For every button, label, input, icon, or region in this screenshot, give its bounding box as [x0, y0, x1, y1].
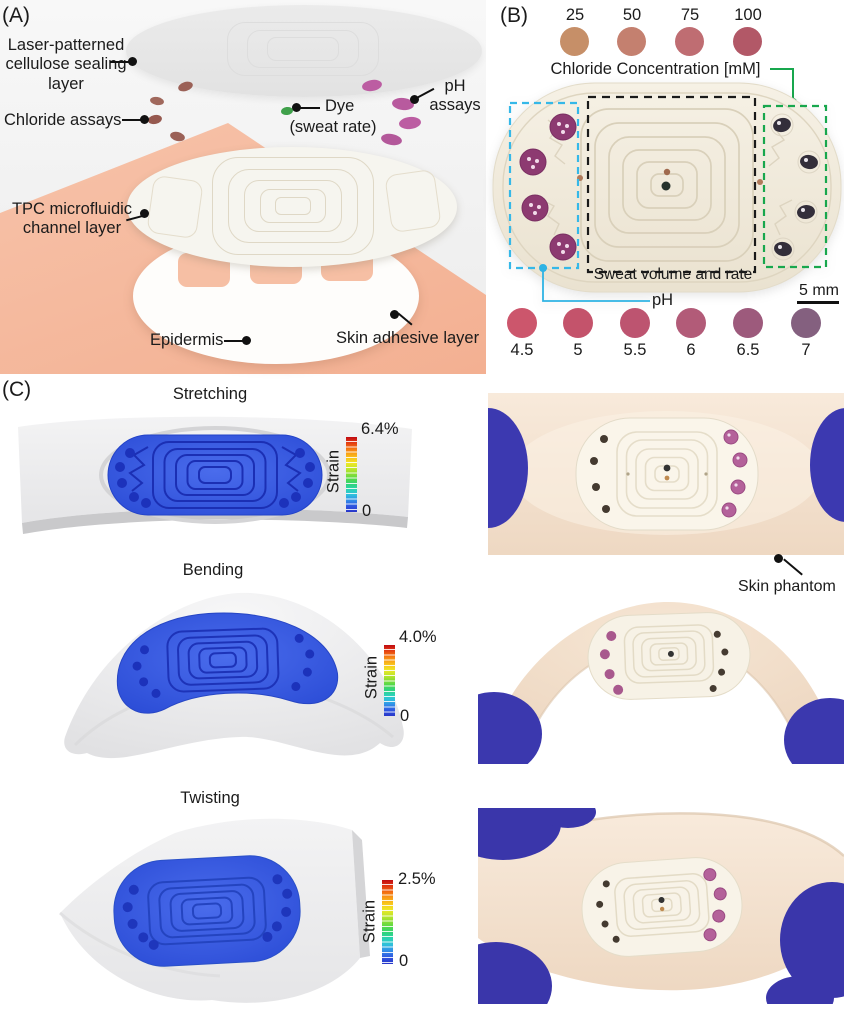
scale-bar [797, 301, 839, 304]
chloride-assay-dot [147, 113, 163, 126]
fea-stretching [18, 416, 412, 534]
ph-scale-value: 6 [686, 341, 696, 359]
row-title-stretching: Stretching [172, 385, 248, 403]
leader-dot [390, 310, 399, 319]
photo-stretching [488, 393, 844, 555]
label-ph-assays: pH assays [429, 77, 481, 115]
label-chloride-assays: Chloride assays [4, 111, 122, 129]
strain-min-bending: 0 [400, 707, 410, 725]
sealing-ring [247, 30, 359, 68]
colorbar-twisting [382, 880, 393, 964]
label-skin-adhesive: Skin adhesive layer [336, 329, 480, 347]
chloride-scale-value: 75 [680, 6, 700, 24]
label-ph-region: pH [652, 291, 674, 309]
strain-max-twisting: 2.5% [398, 870, 436, 888]
leader-dot [242, 336, 251, 345]
fea-twisting [59, 818, 370, 1003]
chloride-scale-swatch [617, 27, 646, 56]
sealing-ring [227, 22, 379, 76]
strain-max-bending: 4.0% [399, 628, 437, 646]
leader-dot [140, 115, 149, 124]
ph-scale-value: 5.5 [623, 341, 647, 359]
leader-line [122, 119, 142, 121]
ph-scale-swatch [791, 308, 821, 338]
chloride-assay-dot [149, 95, 165, 107]
tpc-channel-ring [212, 157, 374, 255]
strain-max-stretching: 6.4% [361, 420, 399, 438]
chloride-scale-value: 25 [565, 6, 585, 24]
sealing-ring [267, 37, 339, 61]
ph-assay-dot [398, 115, 422, 131]
tpc-channel-ring [260, 189, 326, 223]
tpc-channel-ring [244, 180, 342, 232]
row-title-twisting: Twisting [180, 789, 240, 807]
chloride-scale-value: 100 [734, 6, 762, 24]
leader-dot [140, 209, 149, 218]
ph-scale-value: 7 [801, 341, 811, 359]
tpc-side-trace [384, 168, 442, 234]
leader-dot [292, 103, 301, 112]
tpc-microfluidic-layer [127, 147, 457, 267]
colorbar-stretching [346, 437, 357, 512]
tpc-side-trace [146, 174, 204, 240]
label-skin-phantom: Skin phantom [738, 578, 836, 595]
leader-line [300, 107, 320, 109]
leader-line [110, 61, 130, 63]
label-dye: Dye [325, 97, 355, 115]
tpc-channel-ring [228, 169, 358, 243]
leader-line [783, 558, 803, 576]
tpc-channel-ring [275, 197, 311, 215]
chloride-connector [770, 68, 794, 70]
strain-axis-label: Strain [324, 449, 343, 494]
chloride-scale-swatch [560, 27, 589, 56]
ph-scale-swatch [507, 308, 537, 338]
ph-scale-value: 5 [573, 341, 583, 359]
label-epidermis: Epidermis [150, 331, 224, 349]
ph-scale-swatch [733, 308, 763, 338]
row-title-bending: Bending [182, 561, 244, 579]
photo-bending [478, 598, 844, 764]
chloride-connector [792, 68, 794, 102]
chloride-scale-value: 50 [622, 6, 642, 24]
chloride-scale-swatch [675, 27, 704, 56]
ph-scale-swatch [676, 308, 706, 338]
ph-scale-swatch [620, 308, 650, 338]
panel-b-tag: (B) [500, 4, 528, 27]
panel-b: (B) 25 50 75 100 Chloride Concentration … [486, 0, 844, 376]
chloride-scale-swatch [733, 27, 762, 56]
strain-min-twisting: 0 [399, 952, 409, 970]
leader-line [224, 340, 244, 342]
panel-a: (A) Laser-patterned cellulose sealing la… [0, 0, 486, 374]
strain-min-stretching: 0 [362, 502, 372, 520]
ph-scale-value: 4.5 [510, 341, 534, 359]
leader-dot [128, 57, 137, 66]
leader-dot [774, 554, 783, 563]
panel-a-tag: (A) [2, 4, 30, 27]
colorbar-bending [384, 645, 395, 716]
leader-dot [410, 95, 419, 104]
panel-c-tag: (C) [2, 378, 32, 401]
photo-twisting [478, 808, 844, 1004]
label-sealing-layer: Laser-patterned cellulose sealing layer [5, 36, 127, 93]
strain-axis-label: Strain [360, 899, 379, 944]
label-tpc-layer: TPC microfluidic channel layer [11, 200, 133, 238]
device-photo [492, 82, 842, 302]
strain-axis-label: Strain [362, 655, 381, 700]
ph-scale-swatch [563, 308, 593, 338]
label-dye-sub: (sweat rate) [289, 118, 377, 136]
ph-scale-value: 6.5 [736, 341, 760, 359]
chloride-scale-title: Chloride Concentration [mM] [550, 60, 761, 78]
scale-bar-label: 5 mm [799, 282, 839, 299]
fea-bending [64, 592, 404, 759]
label-sweat-region: Sweat volume and rate [593, 266, 753, 283]
